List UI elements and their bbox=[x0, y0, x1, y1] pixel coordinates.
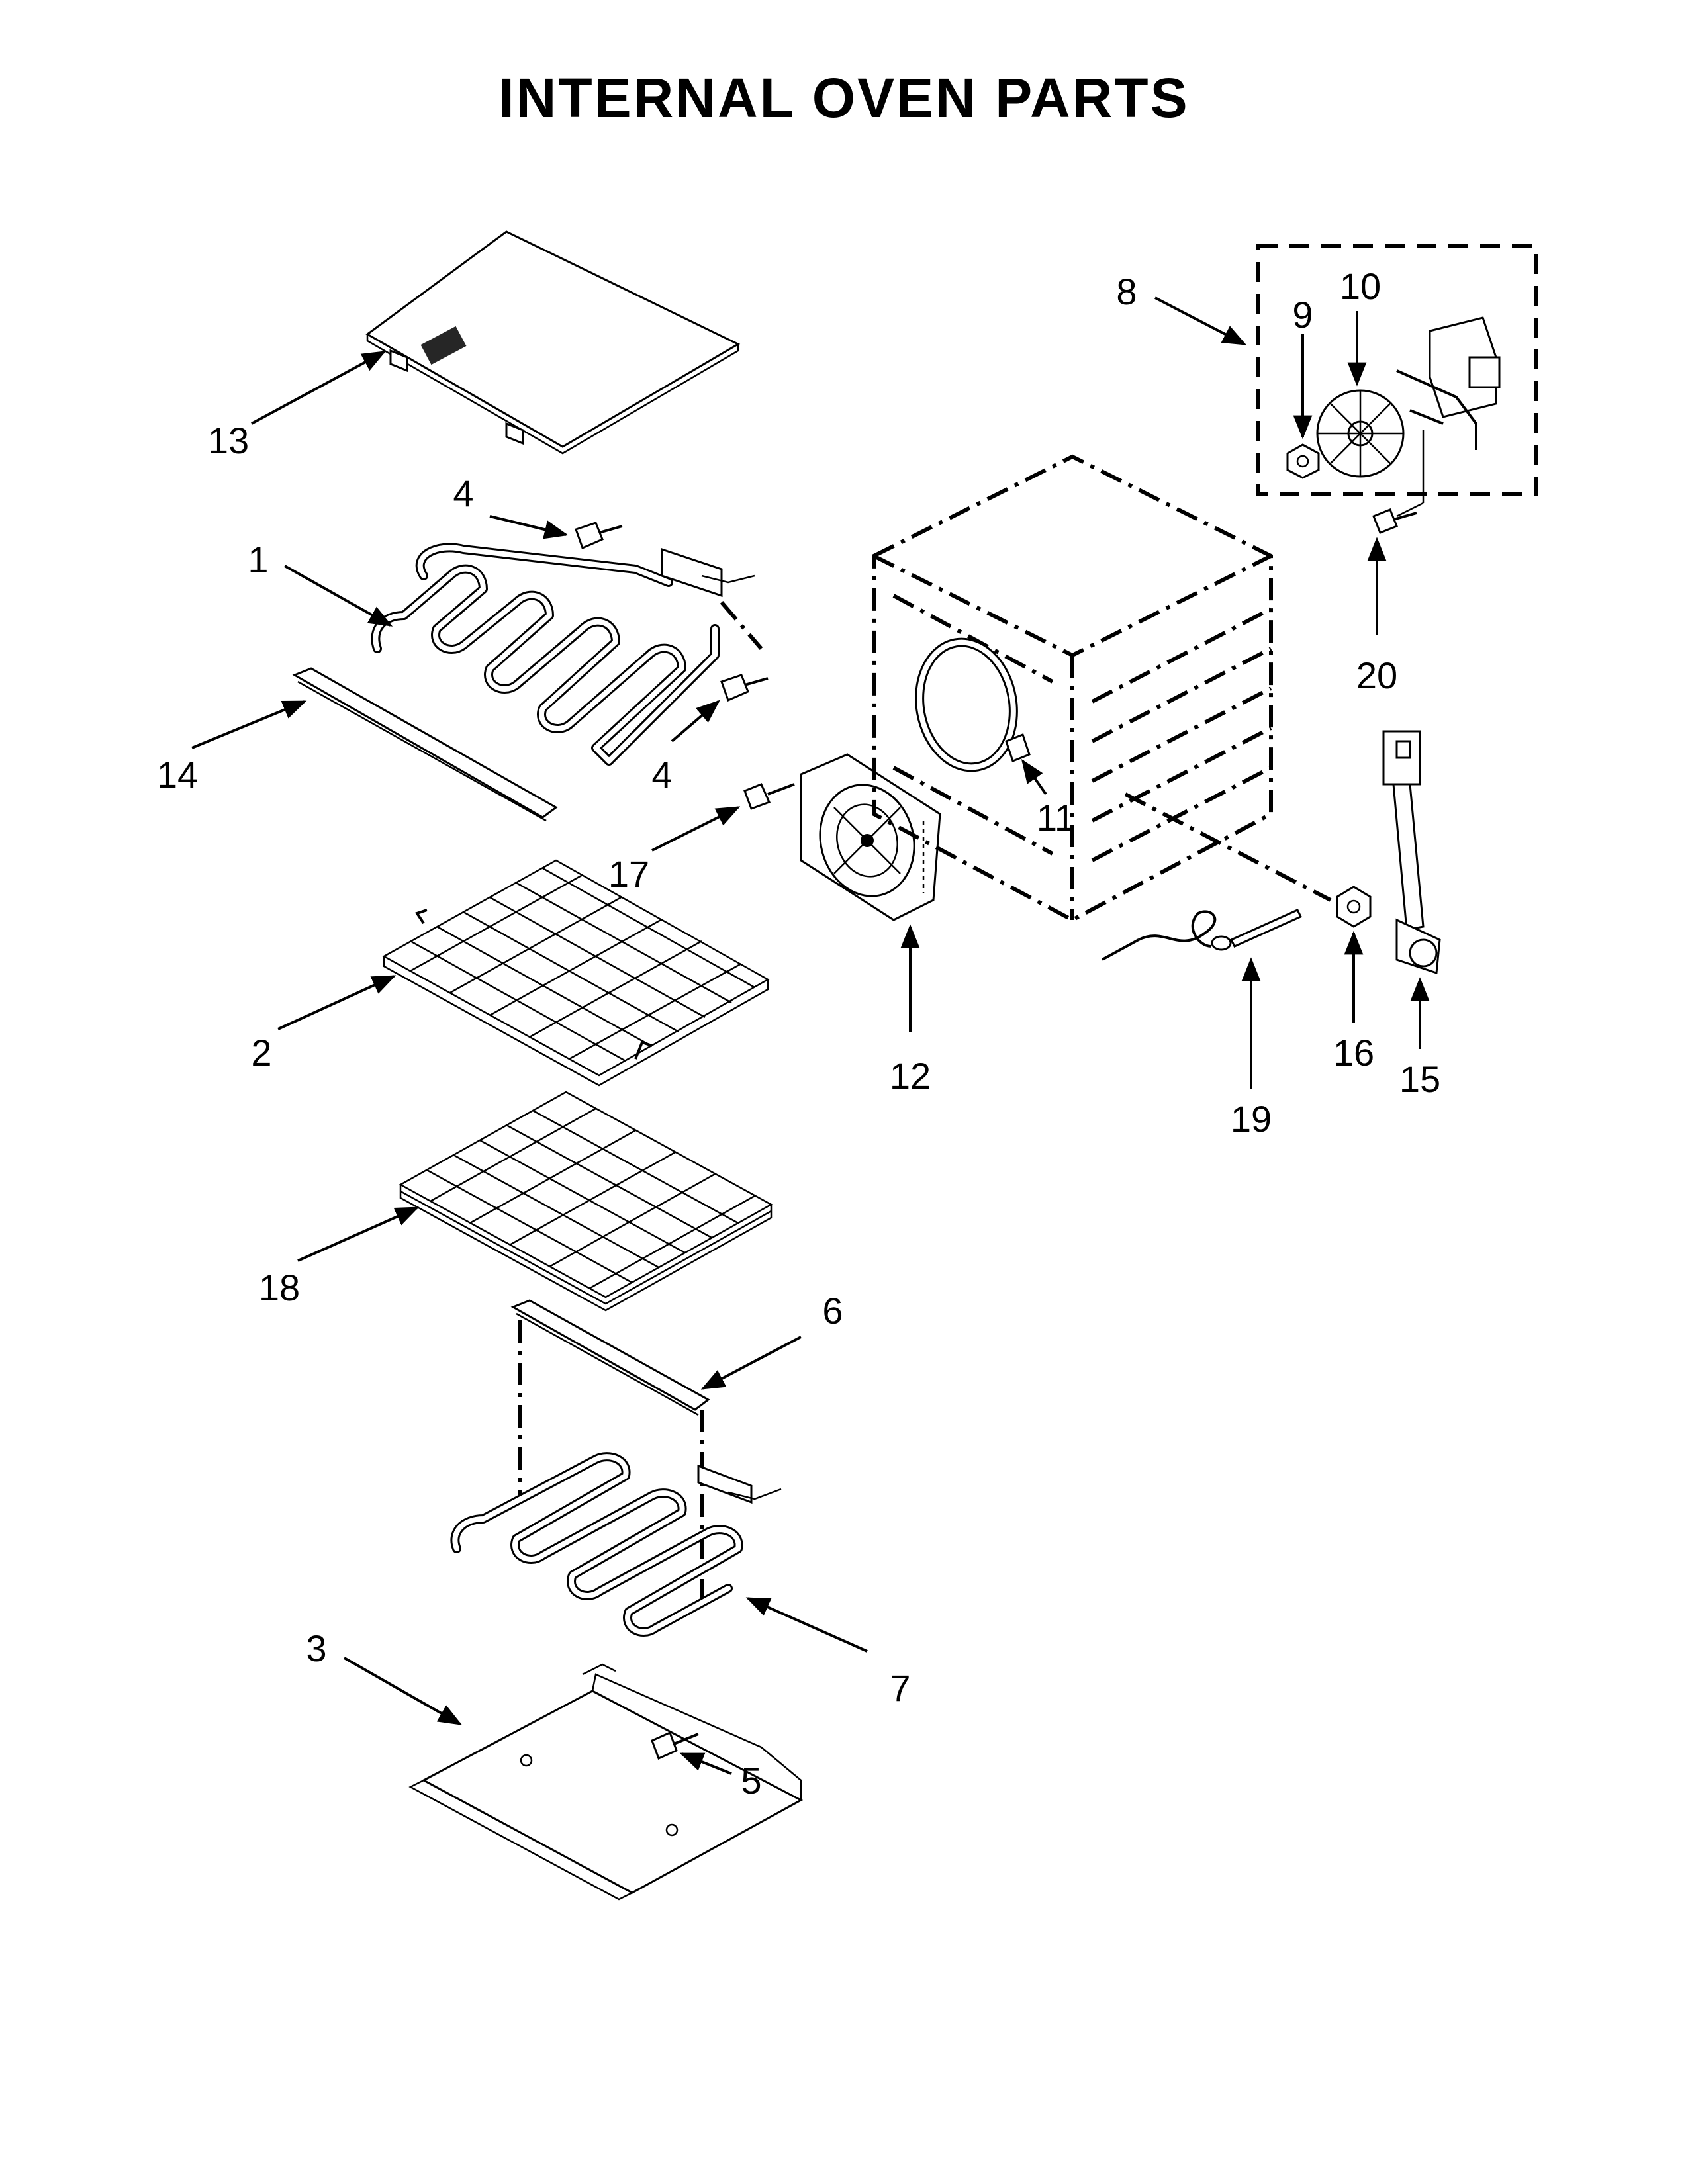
callout-6: 6 bbox=[822, 1290, 843, 1332]
callout-8: 8 bbox=[1116, 271, 1137, 312]
callout-14: 14 bbox=[157, 754, 198, 796]
part-5-screw bbox=[651, 1731, 699, 1760]
callout-10: 10 bbox=[1340, 265, 1381, 307]
part-10-fan-blade bbox=[1316, 389, 1405, 478]
part-17-screw bbox=[743, 783, 795, 810]
callout-13: 13 bbox=[208, 420, 249, 461]
callout-labels: 13 4 1 14 4 17 2 12 11 18 6 7 3 5 8 9 10… bbox=[157, 265, 1440, 1801]
callout-20: 20 bbox=[1356, 655, 1397, 696]
part-7-bake-element bbox=[450, 1452, 782, 1637]
part-4-screw-upper bbox=[575, 522, 623, 550]
callout-1: 1 bbox=[248, 539, 268, 580]
page-title: INTERNAL OVEN PARTS bbox=[498, 67, 1190, 129]
callout-11: 11 bbox=[1037, 797, 1075, 839]
part-4-screw-lower bbox=[720, 674, 769, 702]
part-18-sliding-rack bbox=[399, 1091, 773, 1312]
callout-4-lower: 4 bbox=[651, 754, 672, 796]
callout-7: 7 bbox=[890, 1667, 910, 1709]
part-3-bottom-panel bbox=[408, 1663, 804, 1901]
part-16-nut bbox=[1124, 792, 1372, 928]
part-9-nut bbox=[1286, 443, 1320, 479]
callout-4-upper: 4 bbox=[453, 473, 473, 514]
oven-cavity bbox=[872, 454, 1273, 923]
callout-16: 16 bbox=[1333, 1032, 1374, 1073]
part-20-screw bbox=[1372, 508, 1417, 534]
callout-15: 15 bbox=[1399, 1058, 1440, 1100]
part-1-broil-element bbox=[371, 543, 763, 766]
leader-lines bbox=[191, 296, 1430, 1775]
callout-2: 2 bbox=[251, 1032, 271, 1073]
part-14-trim-strip bbox=[292, 667, 558, 822]
callout-17: 17 bbox=[608, 853, 649, 895]
callout-12: 12 bbox=[890, 1055, 931, 1097]
part-19-probe bbox=[1102, 909, 1303, 961]
part-15-bracket bbox=[1382, 730, 1441, 975]
callout-5: 5 bbox=[741, 1760, 761, 1801]
part-13-top-panel bbox=[365, 230, 741, 455]
part-8-fan-assembly-box bbox=[1256, 244, 1538, 496]
part-2-oven-rack bbox=[382, 859, 770, 1087]
part-11-convection-element bbox=[915, 637, 1031, 772]
callout-9: 9 bbox=[1292, 294, 1313, 336]
part-12-fan-cover bbox=[800, 753, 941, 921]
callout-18: 18 bbox=[259, 1267, 300, 1308]
part-6-shield-bar bbox=[510, 1299, 710, 1602]
callout-3: 3 bbox=[306, 1627, 326, 1669]
fan-motor bbox=[1396, 316, 1501, 518]
callout-19: 19 bbox=[1231, 1098, 1272, 1140]
